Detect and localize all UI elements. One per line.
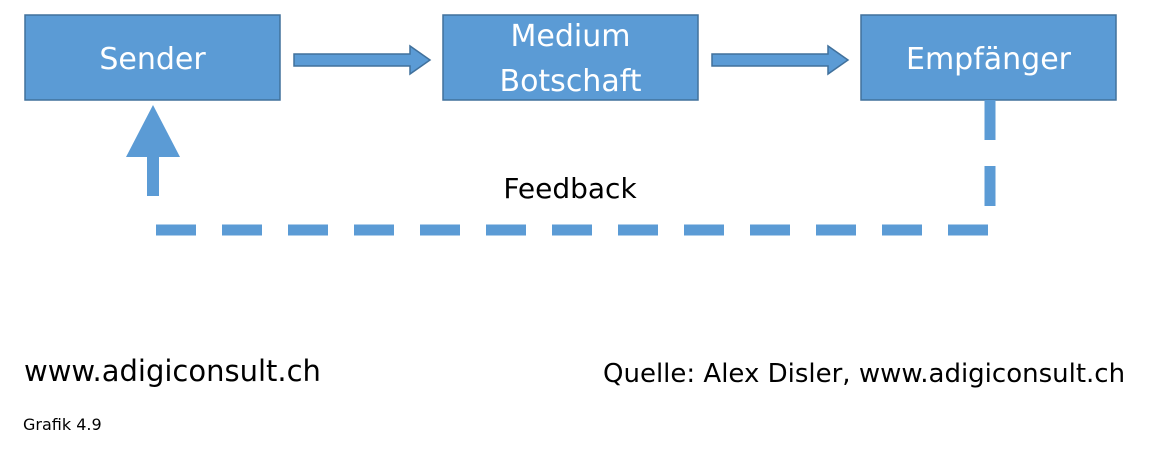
node-sender: Sender [24,14,281,101]
node-receiver: Empfänger [860,14,1117,101]
feedback-dashed-line [150,100,996,236]
feedback-arrowhead [126,105,180,157]
node-sender-label: Sender [99,42,206,77]
node-medium-label-line2: Botschaft [499,64,641,99]
node-medium-label-line1: Medium [511,19,631,54]
website-text: www.adigiconsult.ch [24,354,321,388]
source-credit: Quelle: Alex Disler, www.adigiconsult.ch [603,359,1126,389]
node-receiver-label: Empfänger [906,42,1072,77]
arrow-medium-to-receiver [711,44,850,76]
feedback-label: Feedback [503,172,637,205]
feedback-arrow-shaft [147,150,159,196]
figure-number: Grafik 4.9 [23,415,102,434]
node-medium: Medium Botschaft [442,14,699,101]
arrow-sender-to-medium [293,44,432,76]
